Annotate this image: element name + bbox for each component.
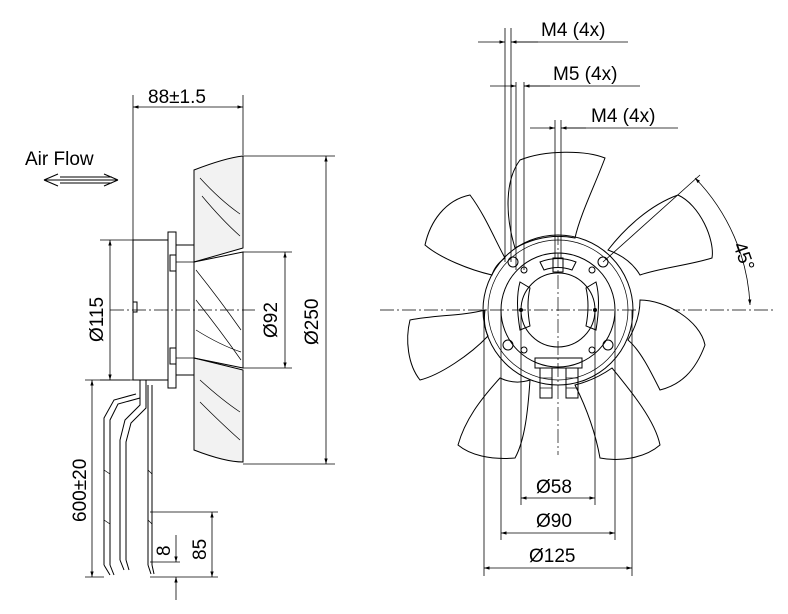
air-flow-label: Air Flow bbox=[25, 149, 94, 170]
dim-strip-short-label: 8 bbox=[154, 545, 175, 556]
thread-lower-label: M4 (4x) bbox=[591, 106, 655, 127]
cable-connector bbox=[534, 357, 583, 399]
dia-large-label: Ø125 bbox=[529, 546, 575, 567]
hole-icon bbox=[597, 256, 609, 268]
slot-top bbox=[539, 258, 577, 271]
side-view: Air Flow 88±1.5 Ø92 Ø250 bbox=[25, 87, 335, 600]
dim-strip-long-label: 85 bbox=[190, 539, 211, 560]
dim-outer-label: Ø250 bbox=[302, 299, 323, 345]
hole-icon bbox=[520, 346, 528, 354]
flange-lug-bottom bbox=[169, 347, 177, 365]
dia-mid-label: Ø90 bbox=[536, 511, 572, 532]
dia-small-label: Ø58 bbox=[536, 477, 572, 498]
hole-icon bbox=[602, 339, 614, 351]
angle-label: 45° bbox=[728, 240, 758, 274]
angle-arc bbox=[694, 177, 752, 306]
fan-blades bbox=[407, 151, 713, 460]
rotation-marker bbox=[132, 301, 138, 313]
hole-icon bbox=[507, 256, 519, 268]
slot-right bbox=[585, 281, 599, 331]
dim-inner-label: Ø92 bbox=[261, 302, 282, 338]
front-view: M4 (4x) M5 (4x) M4 (4x) 45° Ø58 Ø90 bbox=[380, 20, 775, 576]
dim-cable-label: 600±20 bbox=[70, 459, 91, 522]
dim-depth-label: 88±1.5 bbox=[148, 87, 206, 108]
slot-left bbox=[517, 281, 531, 331]
thread-top-label: M4 (4x) bbox=[541, 20, 605, 41]
hub-ring-outer bbox=[482, 234, 634, 386]
hub-ring-125 bbox=[487, 239, 629, 381]
hole-icon bbox=[588, 346, 596, 354]
air-flow-arrow-icon bbox=[43, 173, 119, 187]
thread-mid-label: M5 (4x) bbox=[553, 64, 617, 85]
blade-side-top bbox=[193, 155, 244, 263]
blade-side-bottom bbox=[193, 357, 244, 463]
dim-hub-label: Ø115 bbox=[87, 297, 108, 342]
hole-icon bbox=[588, 266, 596, 274]
cable bbox=[103, 380, 155, 576]
top-lug bbox=[552, 257, 564, 273]
flange-lug-top bbox=[169, 254, 177, 272]
hole-icon bbox=[502, 339, 514, 351]
